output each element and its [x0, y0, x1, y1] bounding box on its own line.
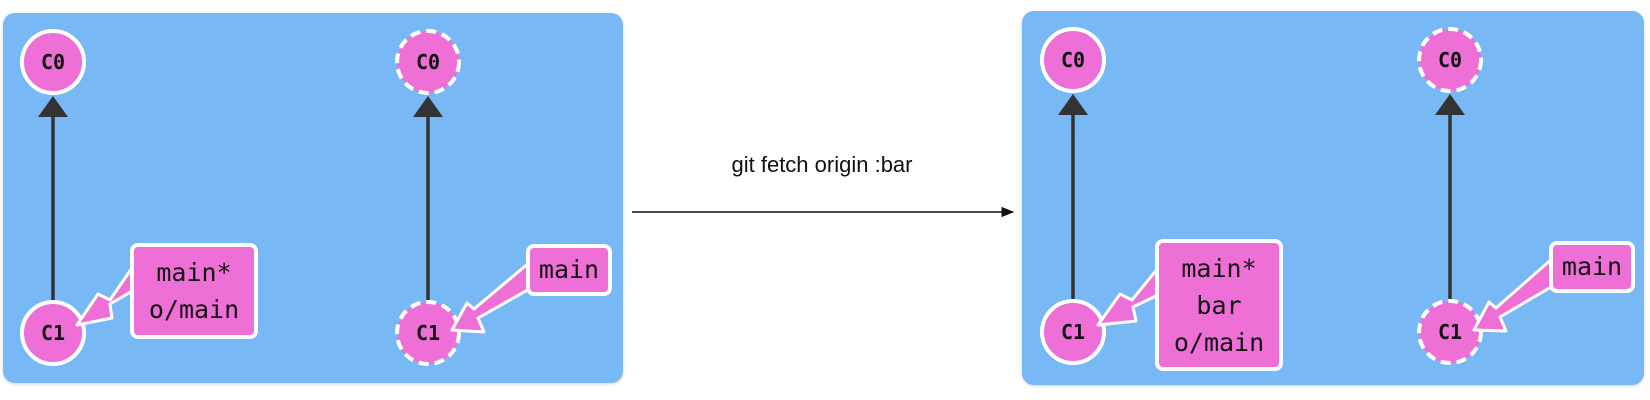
- remote-commit-node-c0[interactable]: C0: [1417, 27, 1483, 93]
- branch-pointer-arrow: [1096, 266, 1160, 327]
- after-remote-repo: C0 C1 main: [1417, 27, 1635, 365]
- after-local-repo: C0 C1 main* bar o/main: [1040, 27, 1283, 371]
- arrowhead-icon: [413, 96, 443, 117]
- branch-label-line: main: [1562, 252, 1622, 281]
- branch-label-line: bar: [1196, 291, 1241, 320]
- branch-label-line: o/main: [1174, 328, 1264, 357]
- branch-label-line: main: [539, 255, 599, 284]
- branch-label-line: main*: [156, 258, 231, 287]
- commit-label: C1: [416, 321, 440, 345]
- commit-node-c1[interactable]: C1: [1040, 299, 1106, 365]
- commit-label: C1: [1061, 320, 1085, 344]
- arrowhead-icon: [38, 96, 68, 117]
- commit-node-c0[interactable]: C0: [1040, 27, 1106, 93]
- commit-label: C1: [41, 321, 65, 345]
- arrowhead-icon: [1435, 94, 1465, 115]
- before-repository-panel: [3, 13, 623, 383]
- command-label: git fetch origin :bar: [731, 152, 913, 177]
- branch-label-line: o/main: [149, 295, 239, 324]
- branch-label-main[interactable]: main: [1549, 241, 1635, 293]
- branch-label-line: main*: [1181, 254, 1256, 283]
- before-remote-repo: C0 C1 main: [395, 29, 612, 366]
- commit-node-c1[interactable]: C1: [20, 300, 86, 366]
- commit-label: C0: [416, 50, 440, 74]
- commit-label: C0: [1061, 48, 1085, 72]
- remote-commit-node-c1[interactable]: C1: [395, 300, 461, 366]
- remote-commit-node-c1[interactable]: C1: [1417, 299, 1483, 365]
- branch-pointer-arrow: [75, 263, 136, 327]
- remote-commit-node-c0[interactable]: C0: [395, 29, 461, 95]
- arrowhead-icon: [1058, 94, 1088, 115]
- commit-label: C0: [41, 50, 65, 74]
- commit-node-c0[interactable]: C0: [20, 29, 86, 95]
- commit-label: C0: [1438, 48, 1462, 72]
- branch-label-main-bar-omain[interactable]: main* bar o/main: [1155, 239, 1283, 371]
- branch-label-main[interactable]: main: [526, 244, 612, 296]
- commit-label: C1: [1438, 320, 1462, 344]
- before-local-repo: C0 C1 main* o/main: [20, 29, 258, 366]
- branch-label-main-omain[interactable]: main* o/main: [130, 243, 258, 339]
